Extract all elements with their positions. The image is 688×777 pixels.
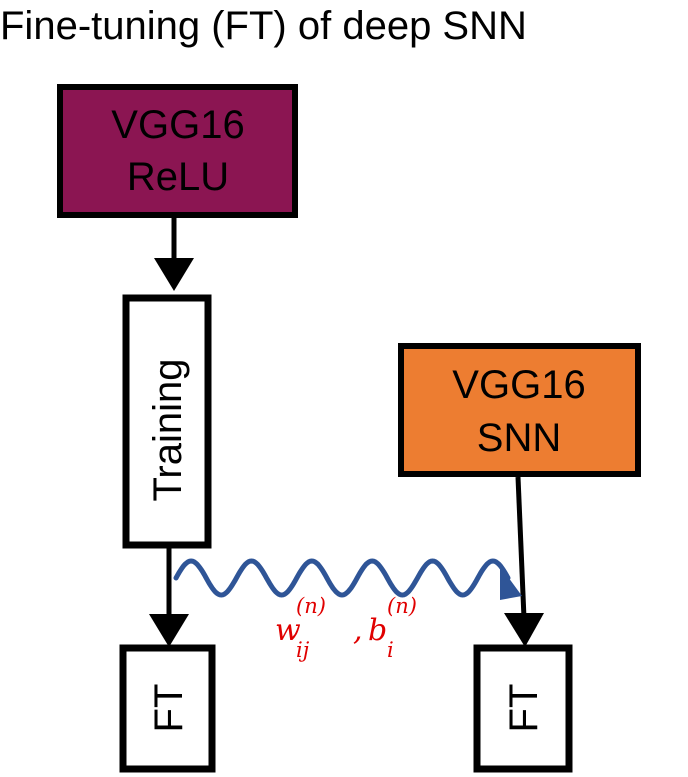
w-superscript: (n)	[296, 594, 326, 618]
vgg16-relu-line1: VGG16	[111, 103, 244, 147]
wave-arrowhead	[500, 566, 522, 600]
vgg16-relu-rect	[57, 84, 298, 218]
weight-transfer-arrow	[173, 558, 522, 600]
b-superscript: (n)	[387, 594, 417, 618]
weight-bias-label: w (n) ij , b (n) i	[275, 594, 417, 662]
ft-right-box: FT	[473, 644, 573, 773]
comma-separator: ,	[353, 613, 363, 648]
vgg16-relu-line2: ReLU	[127, 155, 229, 199]
vgg16-relu-box: VGG16 ReLU	[57, 84, 298, 218]
vgg16-snn-box: VGG16 SNN	[398, 343, 641, 477]
vgg16-snn-line2: SNN	[477, 416, 561, 460]
ft-left-rect	[119, 644, 216, 773]
b-subscript: i	[387, 638, 394, 662]
ft-right-label: FT	[502, 684, 546, 733]
arrow-relu-to-training	[154, 218, 194, 291]
ft-left-box: FT	[119, 644, 216, 773]
wave-line	[173, 558, 511, 598]
vgg16-snn-rect	[398, 343, 641, 477]
diagram-title: Fine-tuning (FT) of deep SNN	[0, 4, 527, 48]
w-symbol: w	[275, 613, 301, 648]
vgg16-snn-line1: VGG16	[452, 363, 585, 407]
training-label: Training	[146, 358, 190, 501]
ft-right-rect	[473, 644, 573, 773]
arrow-training-to-ft	[149, 548, 189, 647]
training-box: Training	[122, 294, 212, 549]
b-symbol: b	[368, 613, 387, 648]
ft-left-label: FT	[147, 684, 191, 733]
w-subscript: ij	[296, 638, 310, 662]
training-rect	[122, 294, 212, 549]
arrow-snn-to-ft	[504, 476, 544, 647]
